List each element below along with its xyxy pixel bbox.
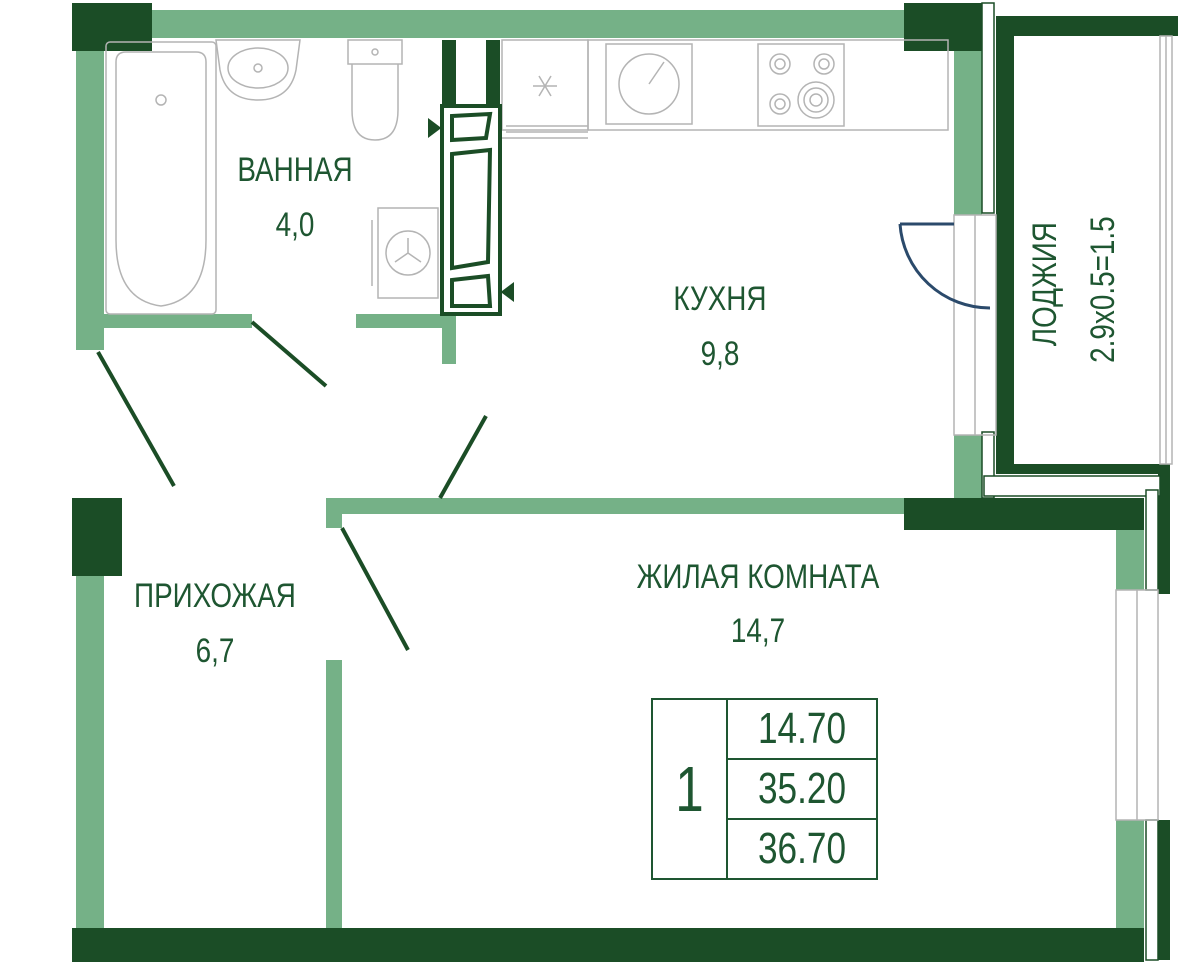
- toilet-icon: [347, 39, 403, 141]
- washing-machine-icon: [371, 207, 439, 299]
- kitchen-counter: [502, 39, 949, 139]
- bathtub-icon: [105, 41, 217, 315]
- ventilation-shaft-icon: [428, 40, 514, 316]
- living-area-value: 14.70: [757, 704, 847, 753]
- living-room-name: ЖИЛАЯ КОМНАТА: [636, 558, 880, 596]
- fridge-icon: [501, 39, 589, 133]
- total-with-loggia-value: 36.70: [757, 824, 847, 873]
- loggia-door-arc: [898, 222, 991, 310]
- interior-walls: [76, 10, 1144, 930]
- sink-icon: [215, 39, 301, 101]
- summary-table: [651, 698, 878, 880]
- kitchen-sink-icon: [605, 43, 693, 125]
- windows: [953, 35, 1173, 821]
- stove-icon: [757, 43, 845, 127]
- bathroom-name: ВАННАЯ: [237, 151, 353, 189]
- kitchen-area: 9,8: [700, 335, 740, 373]
- hallway-name: ПРИХОЖАЯ: [134, 577, 296, 615]
- living-room-area: 14,7: [730, 612, 786, 650]
- kitchen-name: КУХНЯ: [673, 280, 767, 318]
- total-area-value: 35.20: [757, 764, 847, 813]
- hallway-area: 6,7: [195, 632, 235, 670]
- exterior-walls: [72, 3, 1178, 962]
- bathroom-area: 4,0: [275, 206, 315, 244]
- loggia-name: ЛОДЖИЯ: [1026, 222, 1064, 347]
- rooms-count: 1: [675, 753, 704, 825]
- loggia-area: 2.9x0.5=1.5: [1084, 216, 1122, 363]
- loggia-hatch: [981, 2, 1161, 961]
- door-lines: [96, 320, 488, 651]
